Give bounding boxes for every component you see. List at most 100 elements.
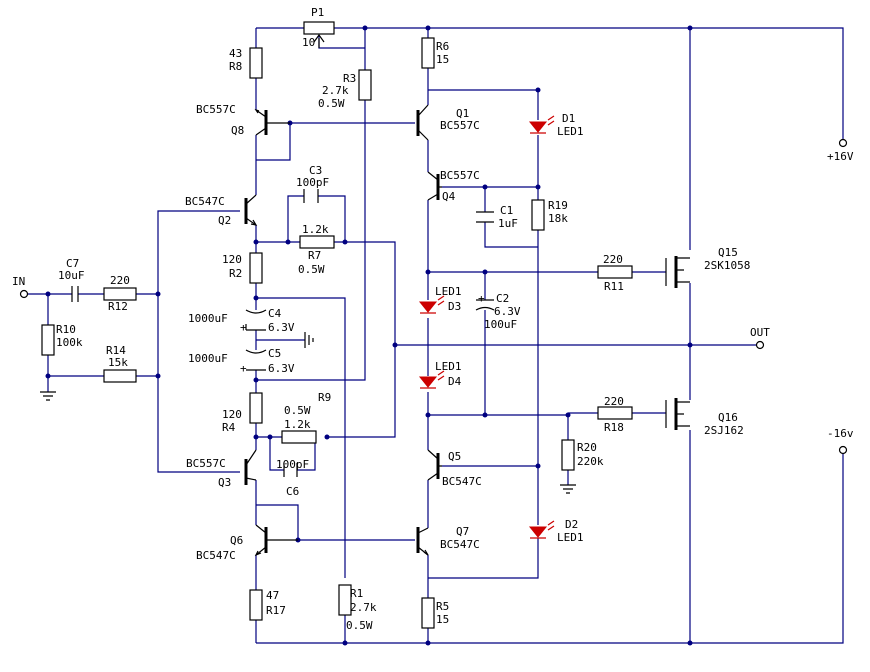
label-C2-voltage: 6.3V [494, 305, 521, 318]
label-Q2-type: BC547C [185, 195, 225, 208]
label-R8-value: 43 [229, 47, 242, 60]
label-R4-value: 120 [222, 408, 242, 421]
label-R3-value: 2.7k [322, 84, 349, 97]
transistors [244, 104, 690, 557]
label-Q3: Q3 [218, 476, 231, 489]
label-Q8: Q8 [231, 124, 244, 137]
capacitor-C4 [245, 309, 267, 331]
label-Q2: Q2 [218, 214, 231, 227]
label-R14-value: 15k [108, 356, 128, 369]
label-Q16-type: 2SJ162 [704, 424, 744, 437]
label-C6: C6 [286, 485, 299, 498]
label-C1-value: 1uF [498, 217, 518, 230]
label-R20-value: 220k [577, 455, 604, 468]
label-Q3-type: BC557C [186, 457, 226, 470]
ground-c4c5 [304, 332, 314, 348]
resistor-R19 [531, 199, 545, 231]
label-C2: C2 [496, 292, 509, 305]
label-R20: R20 [577, 441, 597, 454]
label-R14: R14 [106, 344, 126, 357]
label-R12-value: 220 [110, 274, 130, 287]
resistor-R4 [249, 392, 263, 424]
label-Q5-type: BC547C [442, 475, 482, 488]
label-Q7: Q7 [456, 525, 469, 538]
label-R9: R9 [318, 391, 331, 404]
terminal-out [755, 340, 765, 350]
label-Q15: Q15 [718, 246, 738, 259]
label-C1: C1 [500, 204, 513, 217]
label-D3-type: LED1 [435, 285, 462, 298]
resistor-R3 [358, 69, 372, 101]
resistor-R20 [561, 439, 575, 471]
terminal-in [19, 289, 29, 299]
resistor-R17 [249, 589, 263, 621]
label-R9-power: 0.5W [284, 404, 311, 417]
resistor-R1 [338, 584, 352, 616]
ground-input [40, 391, 56, 401]
label-R10: R10 [56, 323, 76, 336]
resistor-R11 [597, 265, 633, 279]
label-R2: R2 [229, 267, 242, 280]
wire-left-column [255, 28, 415, 643]
resistor-R5 [421, 597, 435, 629]
led-D4 [418, 370, 445, 389]
label-neg-rail: -16v [827, 427, 854, 440]
resistor-R2 [249, 252, 263, 284]
label-C5-plus: + [240, 362, 247, 375]
label-D2: D2 [565, 518, 578, 531]
led-D3 [418, 295, 445, 314]
junction-dots [45, 25, 693, 646]
label-in: IN [12, 275, 25, 288]
resistor-R8 [249, 47, 263, 79]
wire-top-rail [256, 27, 844, 140]
transistor-Q7 [416, 527, 429, 556]
wires [24, 27, 844, 644]
label-C4: C4 [268, 307, 282, 320]
label-D1: D1 [562, 112, 575, 125]
label-R3: R3 [343, 72, 356, 85]
grounds [40, 332, 576, 494]
label-C5: C5 [268, 347, 281, 360]
label-out: OUT [750, 326, 770, 339]
leds [418, 115, 555, 539]
label-P1-value: 10 [302, 36, 315, 49]
transistor-Q3 [244, 449, 257, 485]
capacitor-C6 [283, 463, 298, 477]
terminals [19, 138, 848, 455]
label-pos-rail: +16V [827, 150, 854, 163]
label-C7-value: 10uF [58, 269, 85, 282]
label-R17-value: 47 [266, 589, 279, 602]
wire-right-column [428, 89, 569, 579]
transistor-Q6 [254, 524, 298, 557]
label-R19: R19 [548, 199, 568, 212]
label-C6-value: 100pF [276, 458, 309, 471]
capacitor-C3 [303, 189, 319, 203]
label-Q1-type: BC557C [440, 119, 480, 132]
resistor-R14 [103, 369, 137, 383]
transistor-Q8 [254, 108, 290, 136]
label-C4-value: 1000uF [188, 312, 228, 325]
mosfet-Q15 [665, 256, 690, 288]
potentiometer-P1 [303, 21, 335, 35]
label-R1: R1 [350, 587, 363, 600]
resistor-R6 [421, 37, 435, 69]
label-R3-power: 0.5W [318, 97, 345, 110]
label-R2-value: 120 [222, 253, 242, 266]
wire-c6-loop [269, 437, 316, 471]
label-Q7-type: BC547C [440, 538, 480, 551]
mosfet-Q16 [665, 398, 690, 430]
label-R18-value: 220 [604, 395, 624, 408]
label-C7: C7 [66, 257, 79, 270]
label-R18: R18 [604, 421, 624, 434]
label-Q8-type: BC557C [196, 103, 236, 116]
label-D2-type: LED1 [557, 531, 584, 544]
label-Q6-type: BC547C [196, 549, 236, 562]
label-R6: R6 [436, 40, 449, 53]
label-D3: D3 [448, 300, 461, 313]
label-R7-power: 0.5W [298, 263, 325, 276]
label-C3: C3 [309, 164, 322, 177]
label-C2-plus: + [478, 292, 485, 305]
label-C3-value: 100pF [296, 176, 329, 189]
label-R12: R12 [108, 300, 128, 313]
label-Q16: Q16 [718, 411, 738, 424]
